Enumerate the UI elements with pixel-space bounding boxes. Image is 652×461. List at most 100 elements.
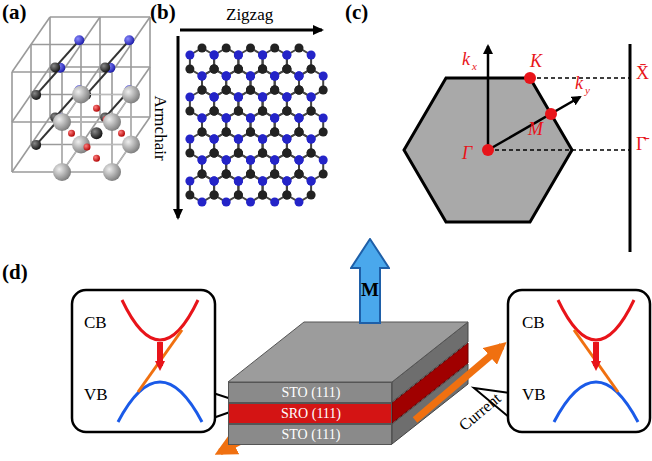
direction-label: Zigzag: [226, 6, 273, 23]
surface-bz-line: [629, 44, 632, 252]
atom-black: [222, 86, 231, 95]
gamma-point: [482, 144, 494, 156]
atom-blue: [319, 156, 328, 165]
node-text: STO (111): [282, 428, 341, 442]
sto-layer: STO (111): [228, 424, 392, 445]
atom-black: [295, 86, 304, 95]
atom-black: [258, 149, 267, 158]
atom-blue: [282, 93, 291, 102]
atom-blue: [270, 198, 279, 207]
atom-black: [198, 128, 207, 137]
atom-black: [270, 86, 279, 95]
atom-black: [258, 191, 267, 200]
atom-blue: [185, 135, 194, 144]
atom-blue: [198, 72, 207, 81]
atom-blue: [258, 177, 267, 186]
atom-black: [319, 86, 328, 95]
atom-blue: [210, 135, 219, 144]
atom-black: [270, 44, 279, 53]
atom-blue: [222, 72, 231, 81]
atom-blue: [185, 51, 194, 60]
sto-layer: STO (111): [228, 382, 392, 403]
atom-black: [307, 191, 316, 200]
atom-black: [295, 170, 304, 179]
atom-black: [246, 86, 255, 95]
band-callout: CBVB: [508, 290, 650, 432]
atom-black: [198, 170, 207, 179]
atom-black: [282, 65, 291, 74]
atom-black: [234, 65, 243, 74]
atom-blue: [222, 72, 231, 81]
atom-black: [210, 149, 219, 158]
atom-blue: [295, 114, 304, 123]
atom-black: [270, 128, 279, 137]
atom-blue: [295, 156, 304, 165]
atom-black: [210, 65, 219, 74]
atom-black: [210, 191, 219, 200]
atom-black: [295, 128, 304, 137]
atom-black: [307, 107, 316, 116]
atom-black: [295, 170, 304, 179]
atom-blue: [198, 156, 207, 165]
bond: [55, 40, 79, 67]
atom-black: [234, 65, 243, 74]
atom-blue: [234, 93, 243, 102]
point-label: X̄: [636, 64, 649, 82]
node-text: M: [361, 280, 379, 299]
heterostructure: [228, 322, 468, 444]
atom-blue: [234, 177, 243, 186]
atom-blue: [295, 198, 304, 207]
atom-black: [258, 149, 267, 158]
panel-label: (c): [345, 2, 368, 23]
atom-blue: [295, 156, 304, 165]
crystal-structure: [12, 17, 150, 181]
atom-black: [295, 86, 304, 95]
atom-grey: [53, 113, 71, 131]
atom-black: [270, 170, 279, 179]
atom-blue: [246, 156, 255, 165]
atom-black: [258, 191, 267, 200]
atom-black: [307, 65, 316, 74]
honeycomb-lattice: [185, 44, 327, 207]
atom-blue: [295, 156, 304, 165]
atom-blue: [222, 114, 231, 123]
atom-blue: [246, 156, 255, 165]
atom-black: [282, 107, 291, 116]
atom-blue: [185, 177, 194, 186]
atom-black: [307, 149, 316, 158]
atom-blue: [258, 177, 267, 186]
atom-blue: [282, 177, 291, 186]
lattice-edge: [112, 17, 150, 72]
panel-label: (d): [2, 262, 28, 283]
atom-blue: [282, 177, 291, 186]
atom-black: [222, 170, 231, 179]
atom-red: [118, 130, 125, 137]
atom-blue: [222, 198, 231, 207]
atom-blue: [319, 114, 328, 123]
node-text: STO (111): [282, 386, 341, 400]
atom-black: [270, 128, 279, 137]
atom-blue: [270, 72, 279, 81]
atom-black: [270, 170, 279, 179]
atom-blue: [198, 114, 207, 123]
atom-black: [210, 65, 219, 74]
atom-black: [234, 107, 243, 116]
atom-black: [210, 65, 219, 74]
atom-black: [185, 149, 194, 158]
atom-black: [222, 86, 231, 95]
atom-blue: [282, 135, 291, 144]
atom-grey: [72, 136, 90, 154]
atom-black: [246, 128, 255, 137]
atom-blue: [210, 93, 219, 102]
atom-black: [282, 149, 291, 158]
atom-blue: [258, 93, 267, 102]
axis-label: k: [462, 50, 470, 68]
atom-black: [258, 107, 267, 116]
atom-blue: [222, 156, 231, 165]
atom-blue: [74, 35, 84, 45]
atom-blue: [295, 72, 304, 81]
atom-red: [84, 144, 91, 151]
atom-grey: [103, 163, 121, 181]
m-point: [545, 108, 557, 120]
atom-black: [258, 149, 267, 158]
